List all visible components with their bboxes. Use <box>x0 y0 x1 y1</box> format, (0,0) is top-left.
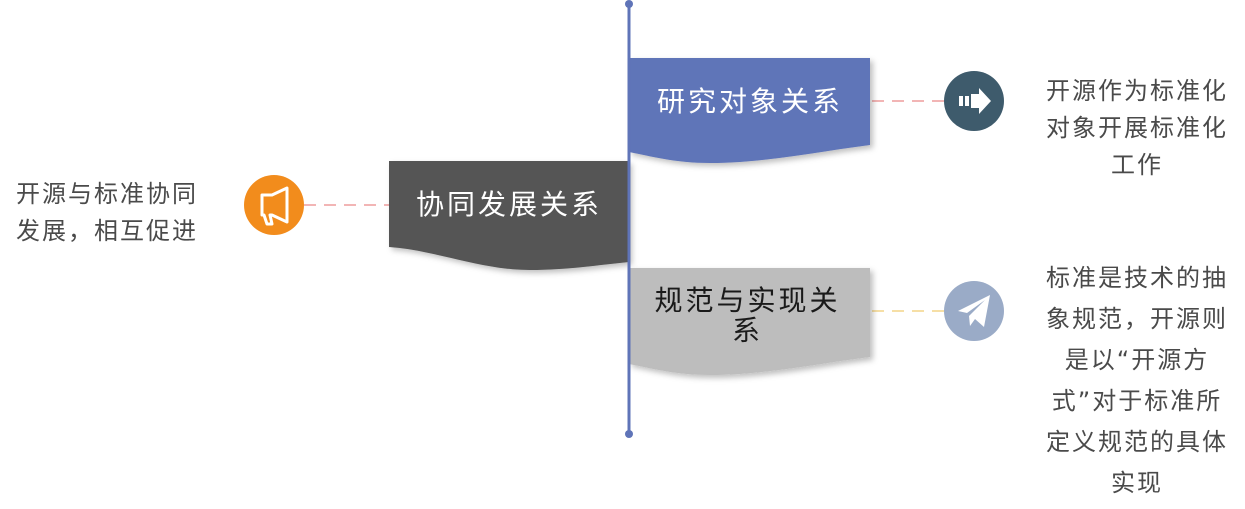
collaboration-description: 开源与标准协同发展，相互促进 <box>16 180 198 245</box>
arrow-right-icon <box>944 71 1004 131</box>
research-description: 开源作为标准化对象开展标准化工作 <box>1046 77 1228 179</box>
axis-top-dot <box>625 0 633 8</box>
specification-banner <box>629 268 870 375</box>
megaphone-icon <box>244 175 304 235</box>
research-banner <box>629 58 870 163</box>
paper-plane-icon <box>944 281 1004 341</box>
axis-bottom-dot <box>625 430 633 438</box>
research-label: 研究对象关系 <box>656 85 843 118</box>
specification-label: 规范与实现关系 <box>654 284 841 347</box>
collaboration-banner <box>389 161 629 270</box>
specification-description: 标准是技术的抽象规范，开源则是以“开源方式”对于标准所定义规范的具体实现 <box>1046 264 1228 497</box>
collaboration-label: 协同发展关系 <box>415 188 602 221</box>
